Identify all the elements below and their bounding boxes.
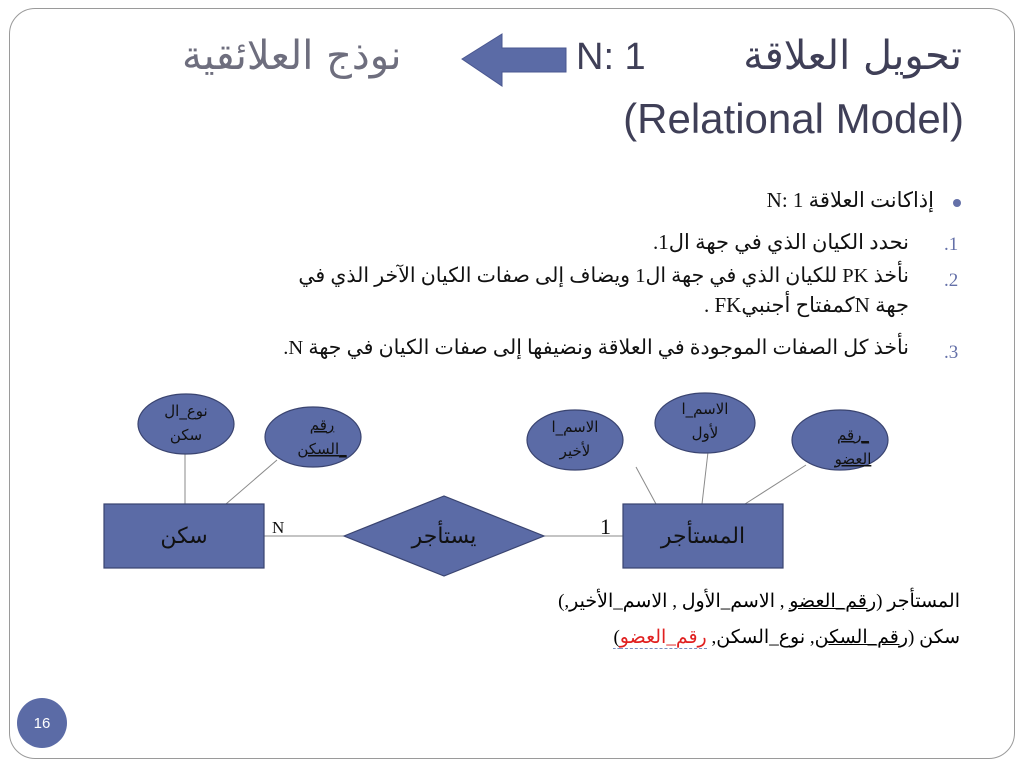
relation-housing-close: ) (613, 627, 620, 649)
entity-tenant (622, 503, 784, 569)
attribute-member-no-line1: رقم_ (837, 426, 869, 445)
attribute-first-name (654, 392, 756, 454)
cardinality-n: N (272, 518, 284, 537)
attribute-housing-no-line1: رقم (310, 416, 334, 434)
relation-tenant-pk: رقم_العضو (789, 591, 877, 612)
item-text-1: نحدد الكيان الذي في جهة ال1. (652, 230, 909, 254)
relation-housing-prefix: سكن ( (908, 627, 960, 648)
attribute-first-name-line1: الاسم_ا (682, 400, 729, 419)
title-target: نوذج العلائقية (182, 33, 402, 79)
cardinality-1: 1 (600, 514, 611, 539)
attribute-first-name-line2: لأول (692, 423, 719, 442)
item-text-2-line2: جهة Nكمفتاح أجنبيFK . (704, 293, 909, 317)
relation-housing-pk: رقم_السكن (814, 627, 909, 648)
attribute-housing-type-line2: سكن (170, 426, 202, 444)
relation-tenant: المستأجر (رقم_العضو , الاسم_الأول , الاس… (558, 590, 960, 613)
connector-last-name (635, 466, 657, 505)
bullet-dot (953, 199, 961, 207)
attribute-housing-no (264, 406, 362, 468)
attribute-member-no-line2: العضو (834, 450, 872, 468)
relationship-rents (342, 495, 546, 577)
attribute-housing-type (137, 393, 235, 455)
title-relational-model: (Relational Model) (623, 95, 964, 142)
connector-first-name (701, 451, 709, 505)
entity-tenant-label: المستأجر (660, 520, 745, 549)
attribute-last-name-line1: الاسم_ا (552, 418, 599, 437)
relationship-label: يستأجر (411, 520, 477, 549)
item-number-2: .2 (944, 270, 959, 291)
item-text-2-line1: نأخذ PK للكيان الذي في جهة ال1 ويضاف إلى… (298, 265, 909, 287)
attribute-member-no (791, 409, 889, 471)
connector-member-no (744, 464, 807, 505)
page-number-badge: 16 (17, 698, 67, 748)
relation-tenant-rest: , الاسم_الأول , الاسم_الأخير,) (558, 591, 790, 612)
item-number-1: .1 (944, 234, 959, 255)
item-text-3: نأخذ كل الصفات الموجودة في العلاقة ونضيف… (283, 337, 909, 359)
relation-housing-fk: رقم_العضو (619, 627, 707, 649)
attribute-last-name (526, 409, 624, 471)
relation-tenant-prefix: المستأجر ( (876, 591, 960, 612)
attribute-last-name-line2: لأخير (559, 441, 591, 460)
title-cardinality: N: 1 (576, 36, 646, 78)
attribute-housing-no-line2: السكن_ (297, 440, 347, 459)
slide-frame (9, 8, 1015, 759)
attribute-housing-type-line1: نوع_ال (164, 402, 207, 421)
bullet-text: إذاكانت العلاقة 1 :N (766, 188, 934, 212)
title-arabic: تحويل العلاقة (743, 33, 962, 79)
item-number-3: .3 (944, 342, 959, 363)
relation-housing-mid: , نوع_السكن, (706, 627, 815, 648)
connector-housing-no (225, 459, 278, 505)
relation-housing: سكن (رقم_السكن, نوع_السكن, رقم_العضو) (613, 626, 960, 649)
entity-housing-label: سكن (160, 524, 207, 549)
entity-housing (103, 503, 265, 569)
